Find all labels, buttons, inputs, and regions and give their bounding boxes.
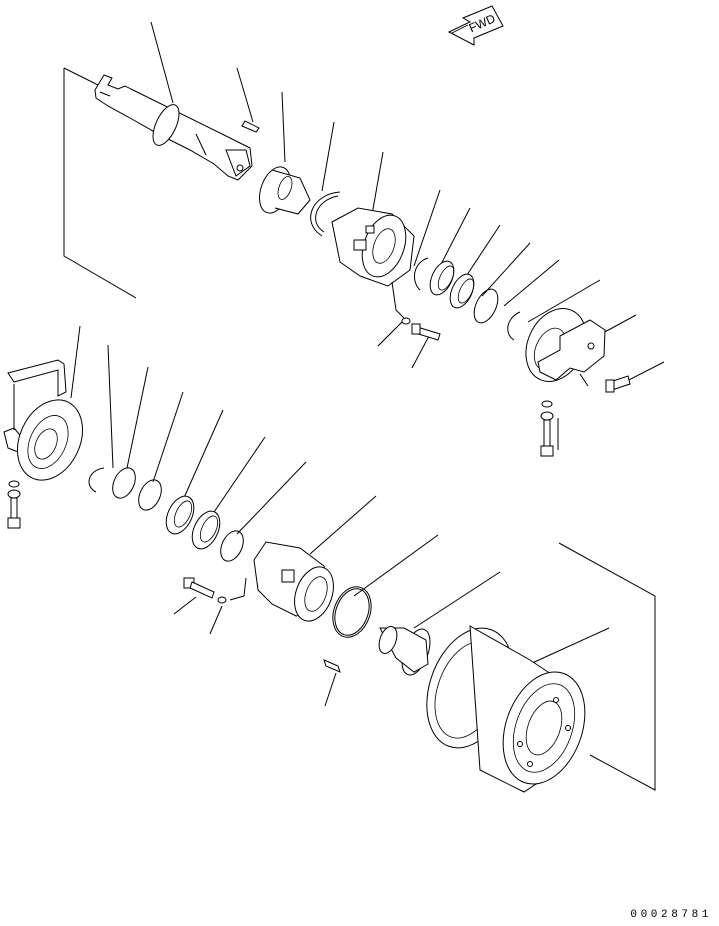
bushing-lower [378, 626, 431, 676]
ring-lower-3 [165, 495, 195, 535]
ring-upper-2 [429, 260, 455, 296]
ring-upper-5 [507, 311, 521, 341]
drawing-code: 00028781 [630, 909, 712, 921]
fwd-arrow-icon: FWD [447, 5, 504, 46]
bolt-upper-right [605, 375, 631, 393]
seal-ring-lower [332, 586, 372, 638]
bracket-lower-left [3, 359, 83, 481]
washer-upper [401, 317, 411, 325]
upper-group-bracket [63, 67, 137, 299]
ring-upper-3 [449, 273, 475, 309]
sleeve-upper [258, 166, 311, 215]
long-bolt-lower [7, 480, 21, 529]
ring-lower-5 [220, 530, 244, 562]
washer-lower [217, 596, 227, 604]
bolt-upper [411, 323, 441, 341]
ring-upper-1 [413, 257, 429, 291]
pin-upper [241, 120, 260, 133]
collar-lower [229, 541, 334, 622]
ring-lower-4 [191, 510, 221, 550]
snap-ring-upper [310, 191, 341, 237]
ring-upper-4 [473, 288, 499, 324]
snap-ring-lower [88, 467, 105, 493]
ring-lower-2 [138, 479, 162, 511]
roller-wheel [426, 625, 586, 793]
ring-lower-1 [112, 467, 136, 499]
pin-lower [323, 659, 341, 673]
bolt-lower [183, 577, 215, 599]
long-bolt-upper [540, 400, 554, 457]
lower-group-bracket [558, 542, 656, 791]
collar-upper [331, 207, 415, 319]
bearing-cap-upper [525, 308, 606, 387]
shaft [94, 74, 253, 181]
